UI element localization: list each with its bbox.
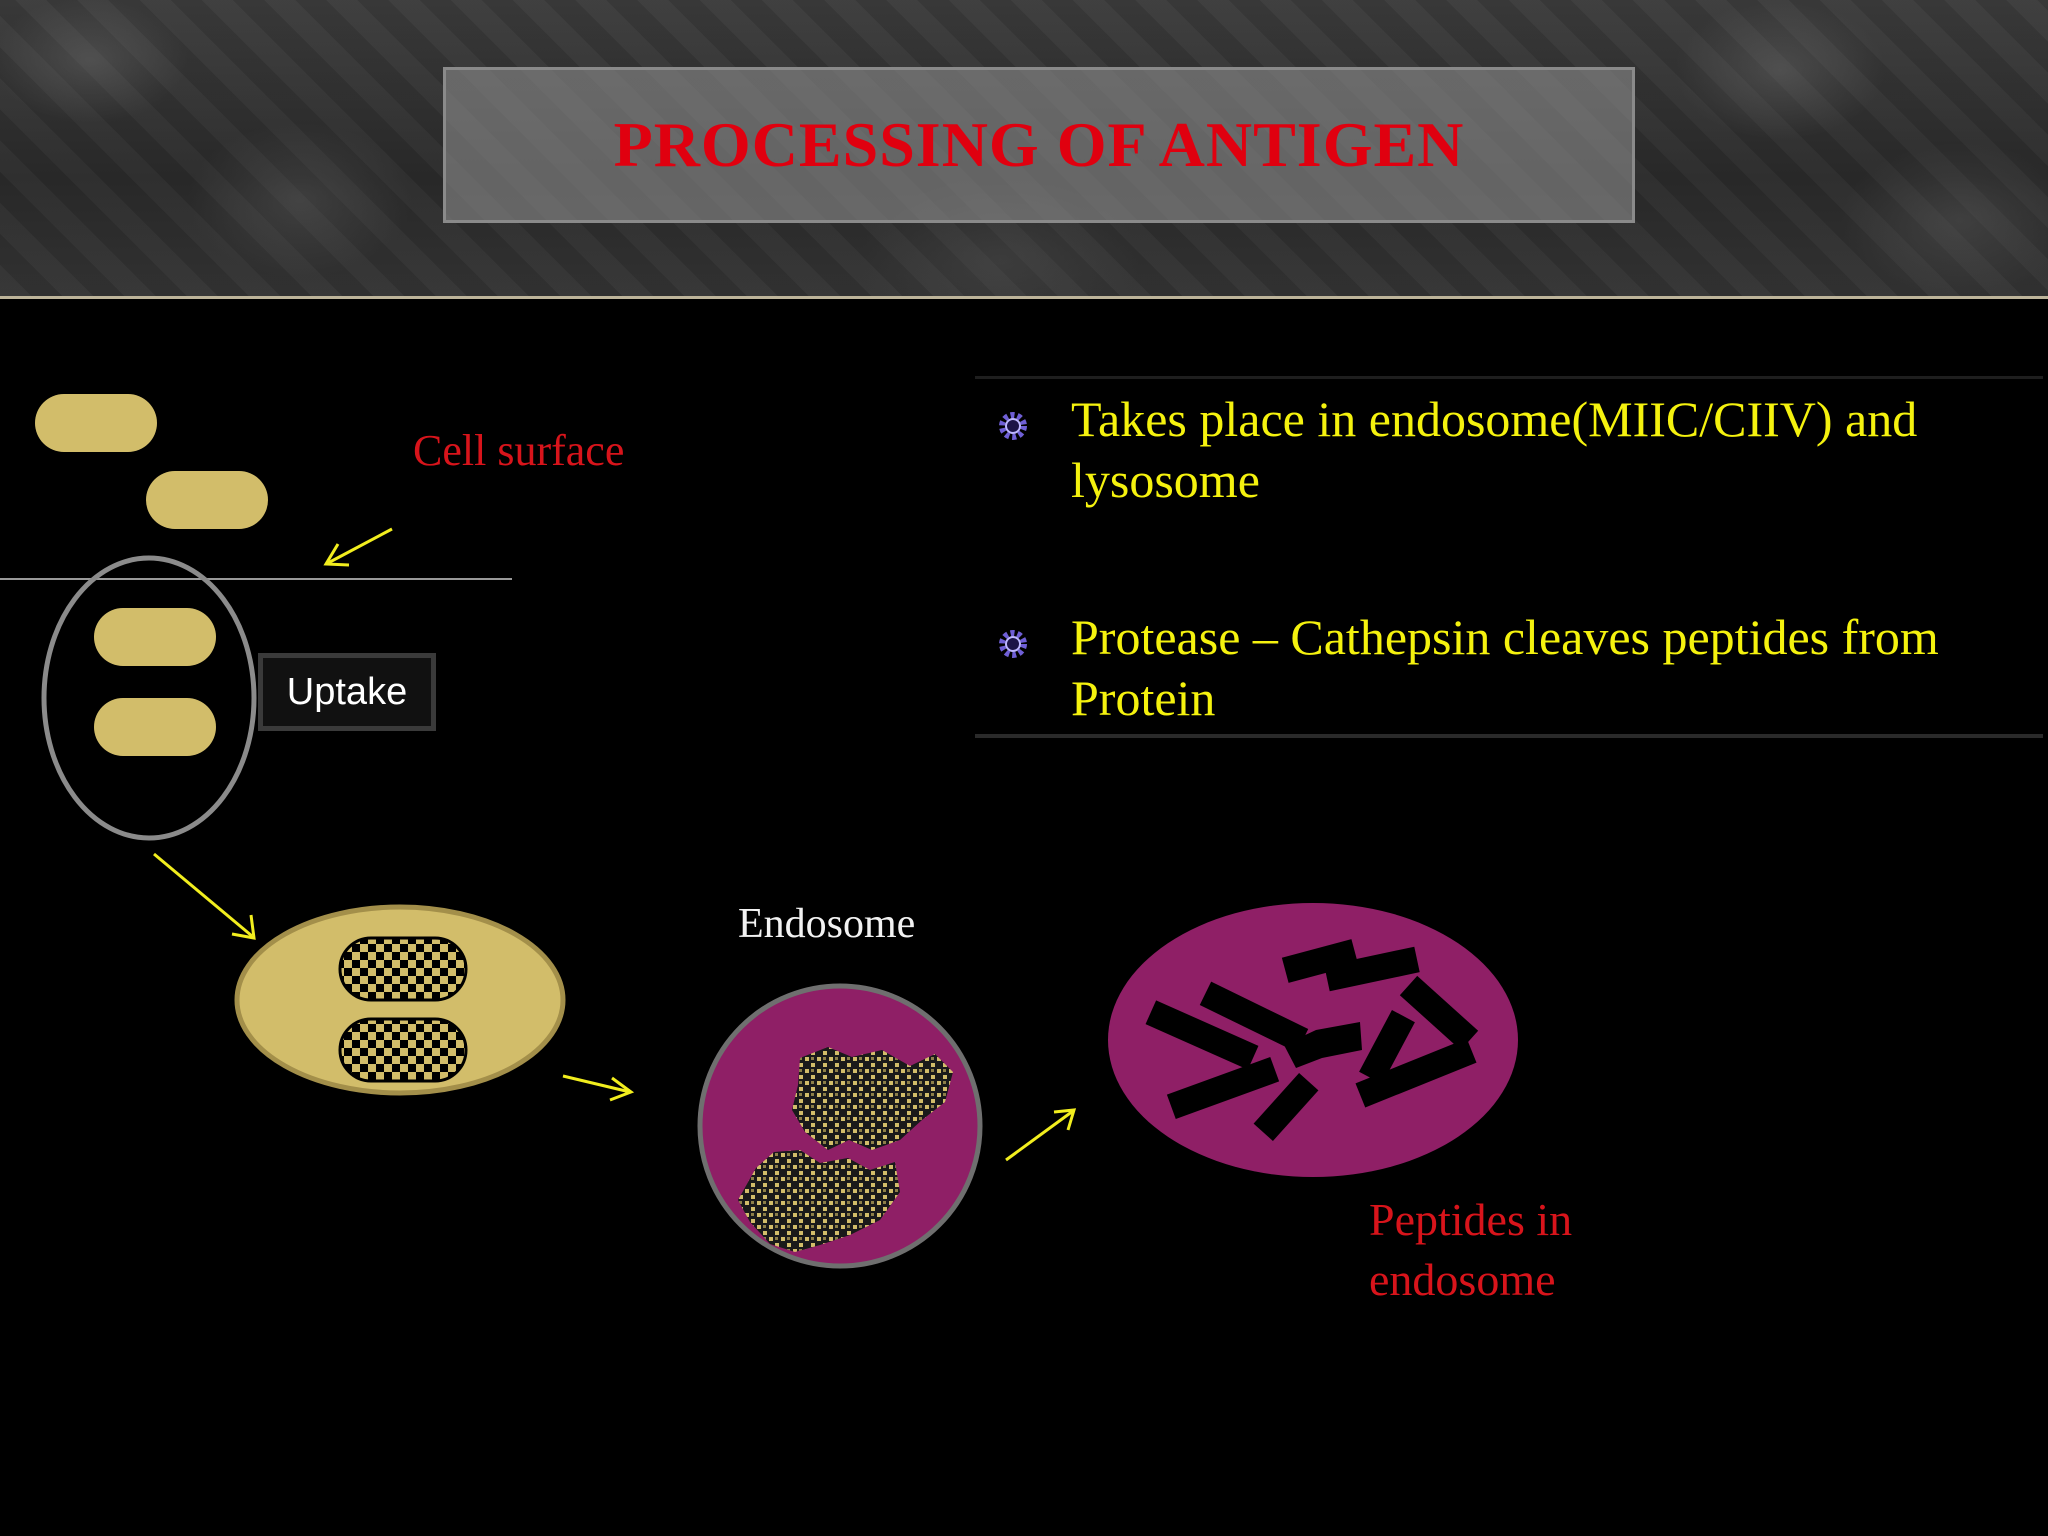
peptide	[1399, 975, 1479, 1051]
peptide	[1284, 1022, 1362, 1068]
peptide	[1199, 981, 1309, 1053]
antigen-pill	[94, 608, 216, 666]
slide-title: PROCESSING OF ANTIGEN	[613, 109, 1465, 180]
antigen-pill	[94, 698, 216, 756]
peptide	[1253, 1073, 1319, 1141]
checkered-antigen	[338, 1017, 468, 1083]
checkered-antigen	[338, 936, 468, 1002]
arrow-icon	[562, 1074, 635, 1102]
gear-bullet-icon	[975, 389, 1071, 511]
slide-header: PROCESSING OF ANTIGEN	[0, 0, 2048, 299]
endosome-label: Endosome	[738, 901, 916, 947]
peptide	[1324, 946, 1420, 992]
arrow-icon	[323, 527, 393, 567]
bullet-item: Protease – Cathepsin cleaves peptides fr…	[975, 607, 2035, 729]
bullet-list: Takes place in endosome(MIIC/CIIV) and l…	[975, 376, 2043, 738]
uptake-vesicle	[41, 555, 257, 841]
peptides-in-endosome-label: Peptides in endosome	[1369, 1190, 1629, 1310]
bullet-text: Takes place in endosome(MIIC/CIIV) and l…	[1071, 391, 1918, 508]
peptide	[1355, 1038, 1477, 1108]
gear-bullet-icon	[975, 607, 1071, 729]
uptake-label: Uptake	[286, 670, 408, 713]
bullet-item: Takes place in endosome(MIIC/CIIV) and l…	[975, 389, 2035, 511]
antigen-fragment	[738, 1150, 900, 1252]
bullet-text: Protease – Cathepsin cleaves peptides fr…	[1071, 609, 1939, 726]
title-box: PROCESSING OF ANTIGEN	[443, 67, 1635, 223]
antigen-fragment	[792, 1047, 953, 1150]
arrow-icon	[1005, 1108, 1077, 1162]
peptide	[1145, 1000, 1259, 1070]
peptide	[1166, 1056, 1280, 1120]
arrow-icon	[153, 852, 256, 940]
antigen-pill	[146, 471, 268, 529]
cell-surface-label: Cell surface	[413, 426, 625, 475]
peptide	[1281, 939, 1359, 983]
peptides-label-line: endosome	[1369, 1254, 1556, 1305]
uptake-label-box: Uptake	[258, 653, 436, 731]
peptide	[1359, 1009, 1415, 1085]
peptides-label-line: Peptides in	[1369, 1194, 1573, 1245]
peptide-fragments	[1145, 939, 1479, 1141]
antigen-pill	[35, 394, 157, 452]
